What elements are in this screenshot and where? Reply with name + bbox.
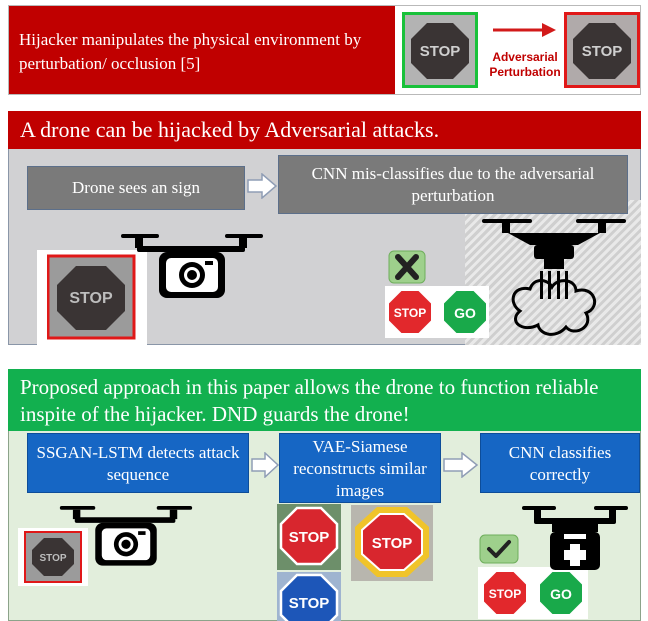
svg-text:STOP: STOP <box>39 553 66 564</box>
svg-text:STOP: STOP <box>582 43 623 60</box>
arrow-right-icon <box>247 173 278 199</box>
cross-icon <box>388 250 426 284</box>
reconstructed-stop-sign-2: STOP <box>351 505 433 581</box>
perturbed-stop-sign-icon: STOP <box>24 531 82 583</box>
hatch-background <box>465 200 641 345</box>
go-sign-icon: GO <box>442 289 488 335</box>
vae-siamese-box: VAE-Siamese reconstructs similar images <box>279 433 441 503</box>
hijacked-drone-icon <box>482 219 626 336</box>
arrow-right-icon <box>493 23 556 37</box>
cnn-misclassifies-label: CNN mis-classifies due to the adversaria… <box>311 164 595 205</box>
perturbation-label: Perturbation <box>489 65 561 79</box>
cnn-classifies-box: CNN classifies correctly <box>480 433 640 493</box>
cnn-classifies-label: CNN classifies correctly <box>508 443 612 484</box>
stop-sign-icon: STOP <box>482 570 528 616</box>
svg-text:STOP: STOP <box>289 529 330 546</box>
adversarial-label: Adversarial <box>492 50 558 64</box>
arrow-right-icon <box>443 452 479 478</box>
proposed-approach-title: Proposed approach in this paper allows t… <box>8 369 641 431</box>
stop-sign-icon: STOP <box>279 506 339 566</box>
perturbed-stop-sign-icon: STOP <box>567 15 637 85</box>
svg-text:GO: GO <box>454 305 476 321</box>
svg-text:STOP: STOP <box>372 535 413 552</box>
svg-text:STOP: STOP <box>420 43 461 60</box>
cnn-misclassifies-box: CNN mis-classifies due to the adversaria… <box>278 155 628 214</box>
stop-sign-icon: STOP <box>279 573 339 621</box>
drone-sees-sign-box: Drone sees an sign <box>27 166 245 210</box>
svg-text:STOP: STOP <box>394 306 426 320</box>
svg-text:STOP: STOP <box>489 587 521 601</box>
check-icon <box>479 534 519 564</box>
reconstructed-stop-sign-3: STOP <box>277 572 341 621</box>
original-sign-image: STOP <box>402 12 478 88</box>
go-sign-icon: GO <box>538 570 584 616</box>
stop-sign-icon: STOP <box>355 507 429 577</box>
vae-siamese-label: VAE-Siamese reconstructs similar images <box>293 437 427 500</box>
drone-medical-icon <box>522 506 628 570</box>
perturbed-stop-sign-icon: STOP <box>46 254 136 340</box>
ssgan-lstm-label: SSGAN-LSTM detects attack sequence <box>36 443 240 484</box>
drone-camera-icon <box>121 234 263 298</box>
perturbed-sign-image: STOP <box>564 12 640 88</box>
perturbed-sign-photo: STOP <box>37 250 147 345</box>
drone-sees-sign-label: Drone sees an sign <box>72 178 200 197</box>
attack-title: A drone can be hijacked by Adversarial a… <box>8 111 641 149</box>
stop-sign-icon: STOP <box>387 289 433 335</box>
attack-panel: Hijacker manipulates the physical enviro… <box>8 5 641 95</box>
drone-camera-icon <box>59 506 193 566</box>
attack-banner: Hijacker manipulates the physical enviro… <box>9 6 395 94</box>
svg-text:GO: GO <box>550 586 572 602</box>
svg-text:STOP: STOP <box>69 290 113 307</box>
reconstructed-stop-sign-1: STOP <box>277 504 341 570</box>
arrow-right-icon <box>251 452 280 478</box>
svg-text:STOP: STOP <box>289 595 330 612</box>
ssgan-lstm-box: SSGAN-LSTM detects attack sequence <box>27 433 249 493</box>
blurred-stop-sign-icon: STOP <box>405 15 475 85</box>
perturbed-sign-photo-small: STOP <box>18 528 88 586</box>
